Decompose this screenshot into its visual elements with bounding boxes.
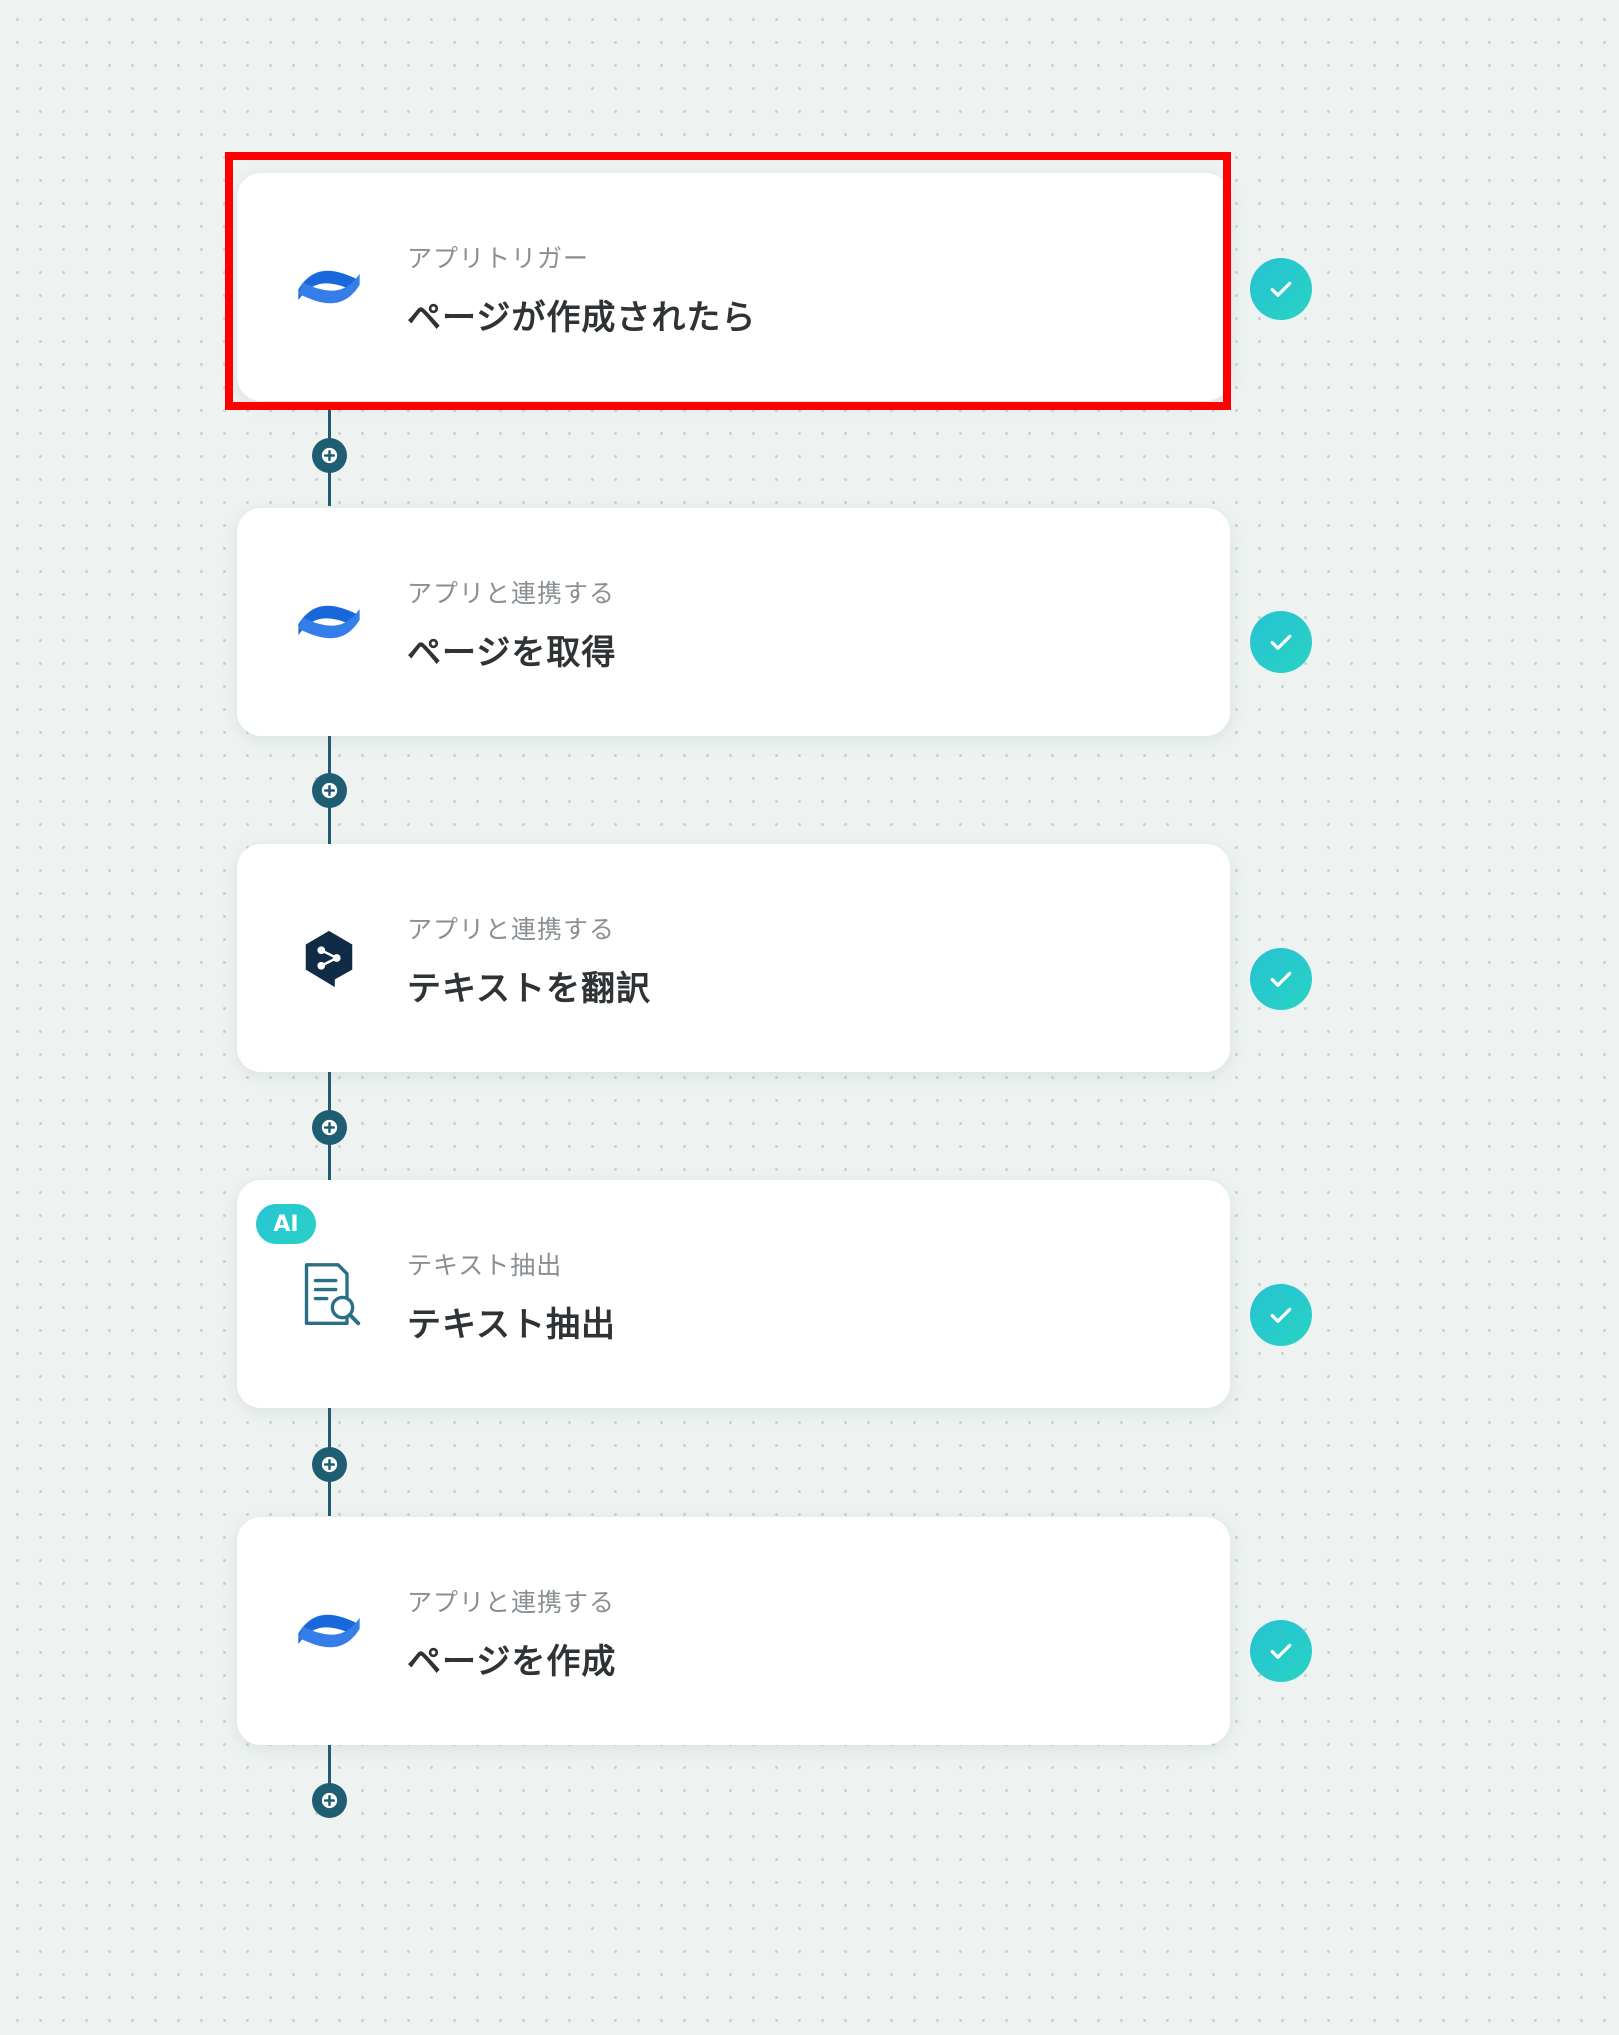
add-step-button[interactable] [312,438,347,473]
add-step-button[interactable] [312,773,347,808]
flow-step-card[interactable]: アプリと連携する ページを取得 [237,508,1230,736]
step-subtitle: アプリと連携する [407,915,616,944]
add-step-button[interactable] [312,1783,347,1818]
plus-icon [321,782,338,799]
step-subtitle: テキスト抽出 [407,1251,563,1280]
step-title: ページが作成されたら [407,298,757,338]
step-title: ページを作成 [407,1642,617,1682]
step-subtitle: アプリトリガー [407,244,590,273]
step-title: テキストを翻訳 [407,969,651,1009]
flow-step-card[interactable]: アプリと連携する テキストを翻訳 [237,844,1230,1072]
confluence-icon [291,249,367,325]
step-title: テキスト抽出 [407,1305,616,1345]
confluence-icon [291,1593,367,1669]
flow-step-card[interactable]: アプリと連携する ページを作成 [237,1517,1230,1745]
status-complete-icon [1250,948,1312,1010]
plus-icon [321,1119,338,1136]
status-complete-icon [1250,1620,1312,1682]
status-complete-icon [1250,258,1312,320]
plus-icon [321,1456,338,1473]
deepl-icon [291,920,367,996]
flow-step-card[interactable]: アプリトリガー ページが作成されたら [237,173,1230,401]
add-step-button[interactable] [312,1447,347,1482]
confluence-icon [291,584,367,660]
text-extract-icon [291,1256,367,1332]
status-complete-icon [1250,1284,1312,1346]
flow-step-card[interactable]: テキスト抽出 テキスト抽出 [237,1180,1230,1408]
ai-badge: AI [256,1204,316,1244]
step-subtitle: アプリと連携する [407,579,616,608]
add-step-button[interactable] [312,1110,347,1145]
step-title: ページを取得 [407,633,617,673]
status-complete-icon [1250,611,1312,673]
plus-icon [321,1792,338,1809]
step-subtitle: アプリと連携する [407,1588,616,1617]
connector-line [328,1745,331,1800]
plus-icon [321,447,338,464]
